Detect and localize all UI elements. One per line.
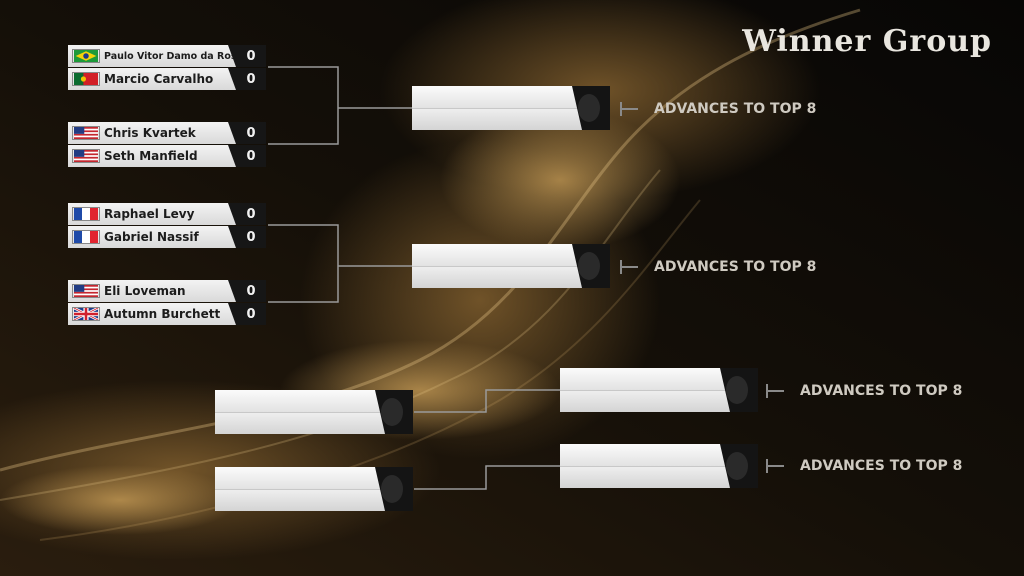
- player-name: Paulo Vitor Damo da Rosa: [104, 50, 236, 62]
- empty-match-slot[interactable]: [412, 86, 610, 130]
- player-slot[interactable]: Marcio Carvalho 0: [68, 68, 266, 90]
- player-name: Seth Manfield: [104, 149, 198, 163]
- empty-match-slot[interactable]: [215, 467, 413, 511]
- player-score: 0: [228, 303, 266, 325]
- uk-flag-icon: [72, 307, 100, 321]
- page-title: Winner Group: [742, 24, 992, 59]
- usa-flag-icon: [72, 284, 100, 298]
- advances-label: ADVANCES TO TOP 8: [620, 101, 816, 117]
- connector-tick-icon: [620, 260, 640, 274]
- player-name: Marcio Carvalho: [104, 72, 214, 86]
- empty-match-slot[interactable]: [412, 244, 610, 288]
- player-name: Raphael Levy: [104, 207, 195, 221]
- player-score: 0: [228, 45, 266, 67]
- player-score: 0: [228, 68, 266, 90]
- player-score: 0: [228, 122, 266, 144]
- player-score: 0: [228, 145, 266, 167]
- advances-label: ADVANCES TO TOP 8: [620, 259, 816, 275]
- player-slot[interactable]: Paulo Vitor Damo da Rosa 0: [68, 45, 266, 67]
- player-score: 0: [228, 280, 266, 302]
- usa-flag-icon: [72, 149, 100, 163]
- player-name: Eli Loveman: [104, 284, 186, 298]
- player-name: Gabriel Nassif: [104, 230, 199, 244]
- connector-tick-icon: [766, 384, 786, 398]
- player-name: Chris Kvartek: [104, 126, 196, 140]
- portugal-flag-icon: [72, 72, 100, 86]
- empty-match-slot[interactable]: [560, 444, 758, 488]
- player-slot[interactable]: Eli Loveman 0: [68, 280, 266, 302]
- usa-flag-icon: [72, 126, 100, 140]
- advances-text: ADVANCES TO TOP 8: [654, 101, 817, 117]
- connector-tick-icon: [766, 459, 786, 473]
- france-flag-icon: [72, 207, 100, 221]
- empty-match-slot[interactable]: [560, 368, 758, 412]
- player-slot[interactable]: Autumn Burchett 0: [68, 303, 266, 325]
- player-score: 0: [228, 226, 266, 248]
- brazil-flag-icon: [72, 49, 100, 63]
- player-name: Autumn Burchett: [104, 307, 221, 321]
- player-slot[interactable]: Raphael Levy 0: [68, 203, 266, 225]
- advances-text: ADVANCES TO TOP 8: [800, 458, 963, 474]
- france-flag-icon: [72, 230, 100, 244]
- player-slot[interactable]: Chris Kvartek 0: [68, 122, 266, 144]
- player-slot[interactable]: Gabriel Nassif 0: [68, 226, 266, 248]
- advances-label: ADVANCES TO TOP 8: [766, 383, 962, 399]
- empty-match-slot[interactable]: [215, 390, 413, 434]
- player-slot[interactable]: Seth Manfield 0: [68, 145, 266, 167]
- advances-text: ADVANCES TO TOP 8: [800, 383, 963, 399]
- player-score: 0: [228, 203, 266, 225]
- advances-text: ADVANCES TO TOP 8: [654, 259, 817, 275]
- advances-label: ADVANCES TO TOP 8: [766, 458, 962, 474]
- connector-tick-icon: [620, 102, 640, 116]
